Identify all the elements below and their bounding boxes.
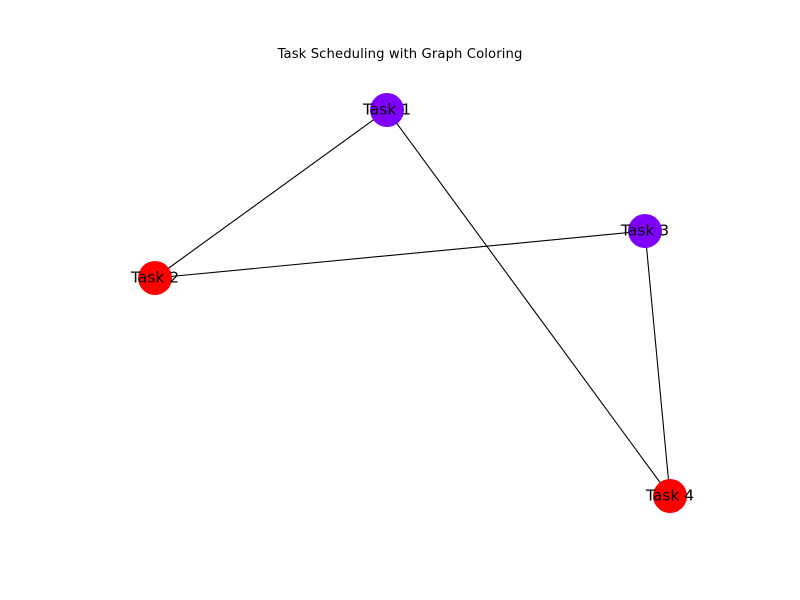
graph-node-label-task-4: Task 4 (645, 487, 694, 505)
graph-edge-task-2-task-3 (154, 230, 646, 279)
graph-node-circle-task-4[interactable] (653, 479, 687, 513)
edge-layer (154, 109, 671, 497)
graph-node-task-1[interactable]: Task 1 (362, 93, 411, 127)
graph-node-task-2[interactable]: Task 2 (130, 261, 179, 295)
graph-edge-task-1-task-2 (154, 109, 388, 279)
graph-node-circle-task-2[interactable] (138, 261, 172, 295)
graph-node-circle-task-3[interactable] (628, 214, 662, 248)
graph-edge-task-1-task-4 (386, 109, 671, 497)
graph-node-label-task-1: Task 1 (362, 101, 411, 119)
graph-node-label-task-2: Task 2 (130, 269, 179, 287)
graph-node-label-task-3: Task 3 (620, 222, 669, 240)
figure-title: Task Scheduling with Graph Coloring (277, 47, 523, 62)
node-layer: Task 1 Task 2 Task 3 Task 4 (130, 93, 694, 513)
graph-node-task-4[interactable]: Task 4 (645, 479, 694, 513)
graph-node-task-3[interactable]: Task 3 (620, 214, 669, 248)
graph-edge-task-3-task-4 (644, 230, 671, 497)
graph-node-circle-task-1[interactable] (370, 93, 404, 127)
